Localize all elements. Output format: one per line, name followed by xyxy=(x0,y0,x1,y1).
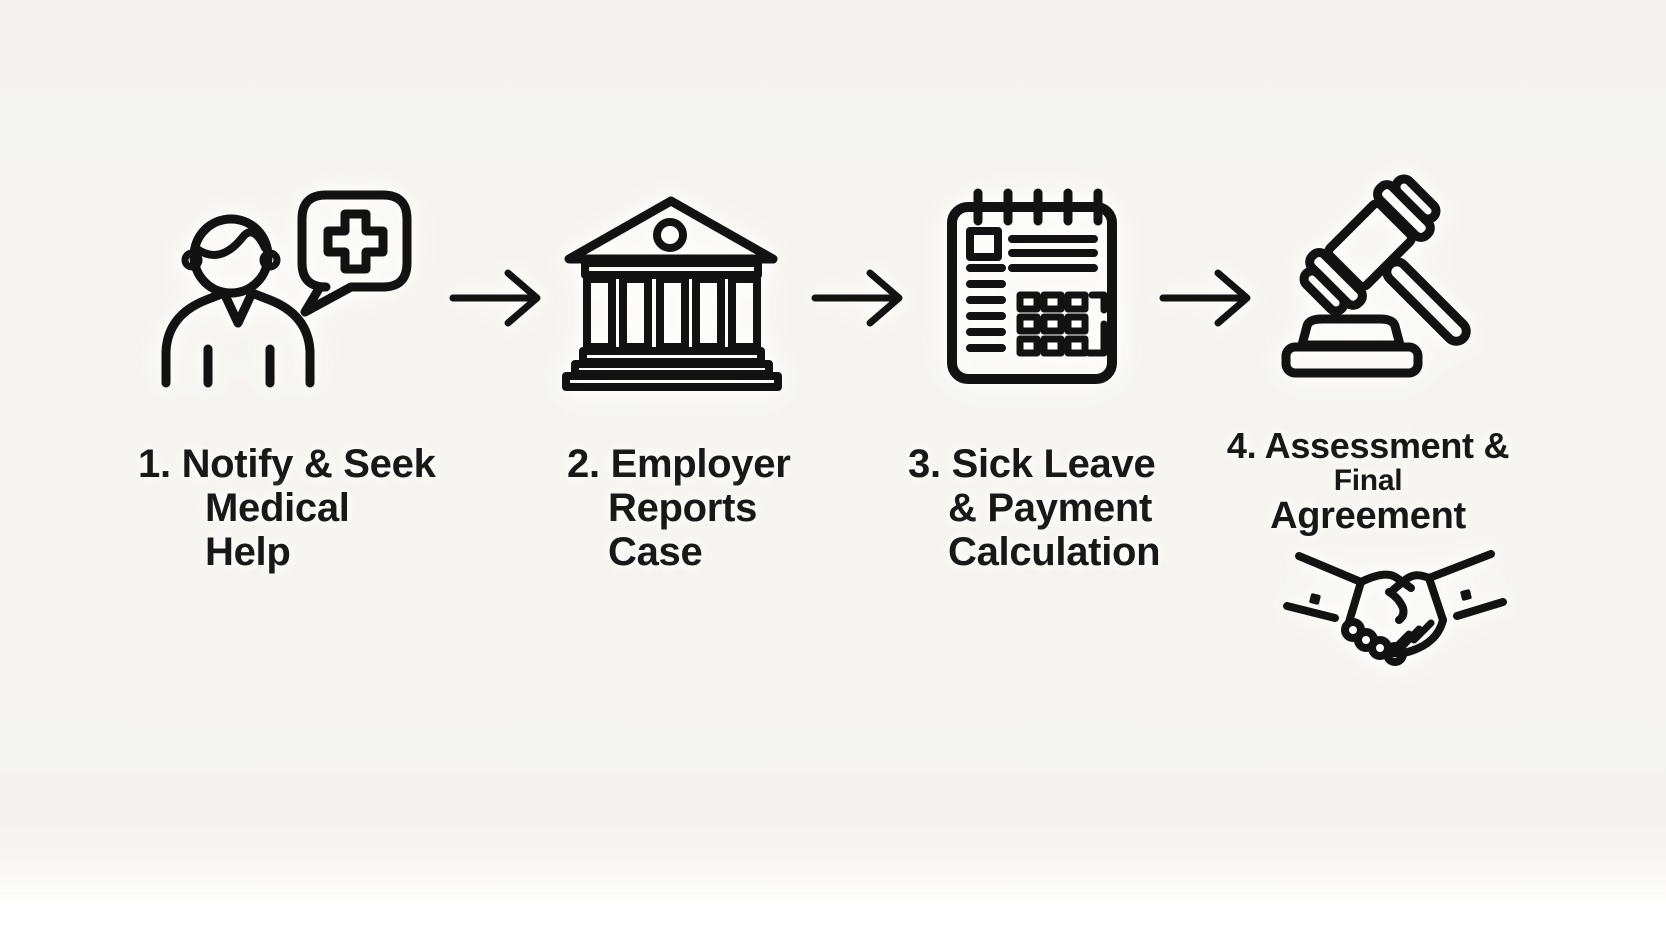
step-label-line: 3. Sick Leave xyxy=(908,442,1156,486)
step-label-line: Medical xyxy=(205,486,350,530)
bank-building-icon xyxy=(562,196,782,391)
handshake-icon xyxy=(1283,550,1507,666)
step-label-assessment-final-agreement: 4. Assessment & Final Agreement xyxy=(1226,425,1510,537)
step-label-line: Help xyxy=(205,530,291,574)
step-label-line: 1. Notify & Seek xyxy=(138,442,436,486)
right-arrow-icon xyxy=(811,269,903,327)
step-label-notify-seek-medical-help: 1. Notify & Seek Medical Help xyxy=(138,442,436,574)
step-label-line: Calculation xyxy=(948,530,1161,574)
step-label-line: & Payment xyxy=(948,486,1153,530)
step-label-line: Case xyxy=(608,530,703,574)
person-with-medical-speech-bubble-icon xyxy=(161,190,412,388)
step-label-line: 2. Employer xyxy=(567,442,791,486)
step-label-line: Reports xyxy=(608,486,758,530)
notepad-calculator-icon xyxy=(947,188,1117,384)
step-label-sick-leave-payment-calculation: 3. Sick Leave & Payment Calculation xyxy=(908,442,1161,574)
right-arrow-icon xyxy=(1159,269,1251,327)
step-label-line: Final xyxy=(1333,464,1403,497)
step-label-line: 4. Assessment & xyxy=(1226,425,1510,466)
step-label-line: Agreement xyxy=(1270,495,1466,537)
step-label-employer-reports-case: 2. Employer Reports Case xyxy=(567,442,791,574)
right-arrow-icon xyxy=(449,269,541,327)
gavel-icon xyxy=(1281,174,1471,378)
